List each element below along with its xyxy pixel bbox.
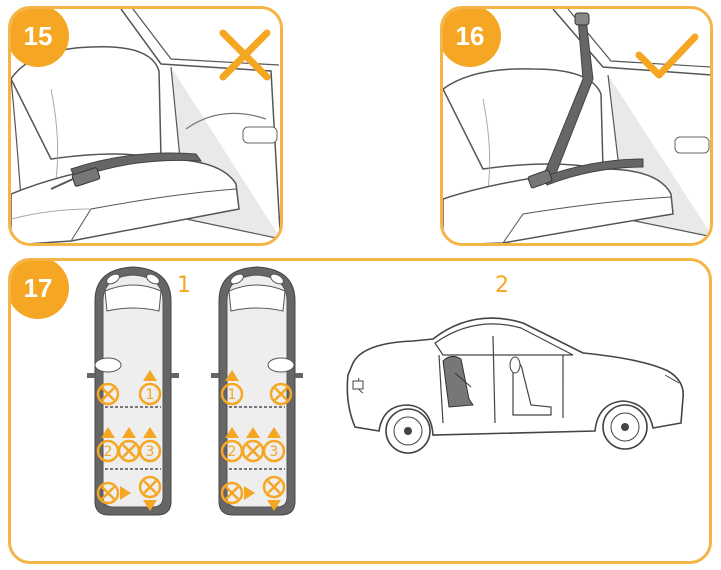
seat-position-1: 1 [146, 387, 155, 403]
seat-position-2: 2 [228, 444, 237, 460]
seat-position-3: 3 [270, 444, 279, 460]
car-top-view-1: 1 2 3 [86, 266, 180, 516]
diagram-label-2: 2 [495, 273, 509, 298]
car-side-view [346, 317, 685, 454]
step-number-badge: 15 [11, 9, 69, 67]
diagram-label-1: 1 [177, 273, 191, 298]
step-number: 17 [23, 272, 53, 303]
step-number: 16 [455, 20, 485, 51]
seating-position-diagrams: 1 2 3 1 2 [86, 266, 685, 516]
step-number: 15 [23, 20, 53, 51]
step-15-panel: 15 [8, 6, 283, 246]
step-number-badge: 17 [11, 261, 69, 319]
step-17-panel: 17 1 2 [8, 258, 712, 564]
seat-position-2: 2 [104, 444, 113, 460]
step-16-panel: 16 [440, 6, 713, 246]
seat-position-1: 1 [228, 387, 237, 403]
step-number-badge: 16 [443, 9, 501, 67]
seat-belt-incorrect-illustration [11, 9, 280, 243]
seat-belt-correct-illustration [443, 9, 710, 243]
cross-mark-icon [219, 29, 271, 81]
check-mark-icon [635, 33, 699, 79]
car-top-view-2: 1 2 3 [210, 266, 304, 516]
seat-position-3: 3 [146, 444, 155, 460]
